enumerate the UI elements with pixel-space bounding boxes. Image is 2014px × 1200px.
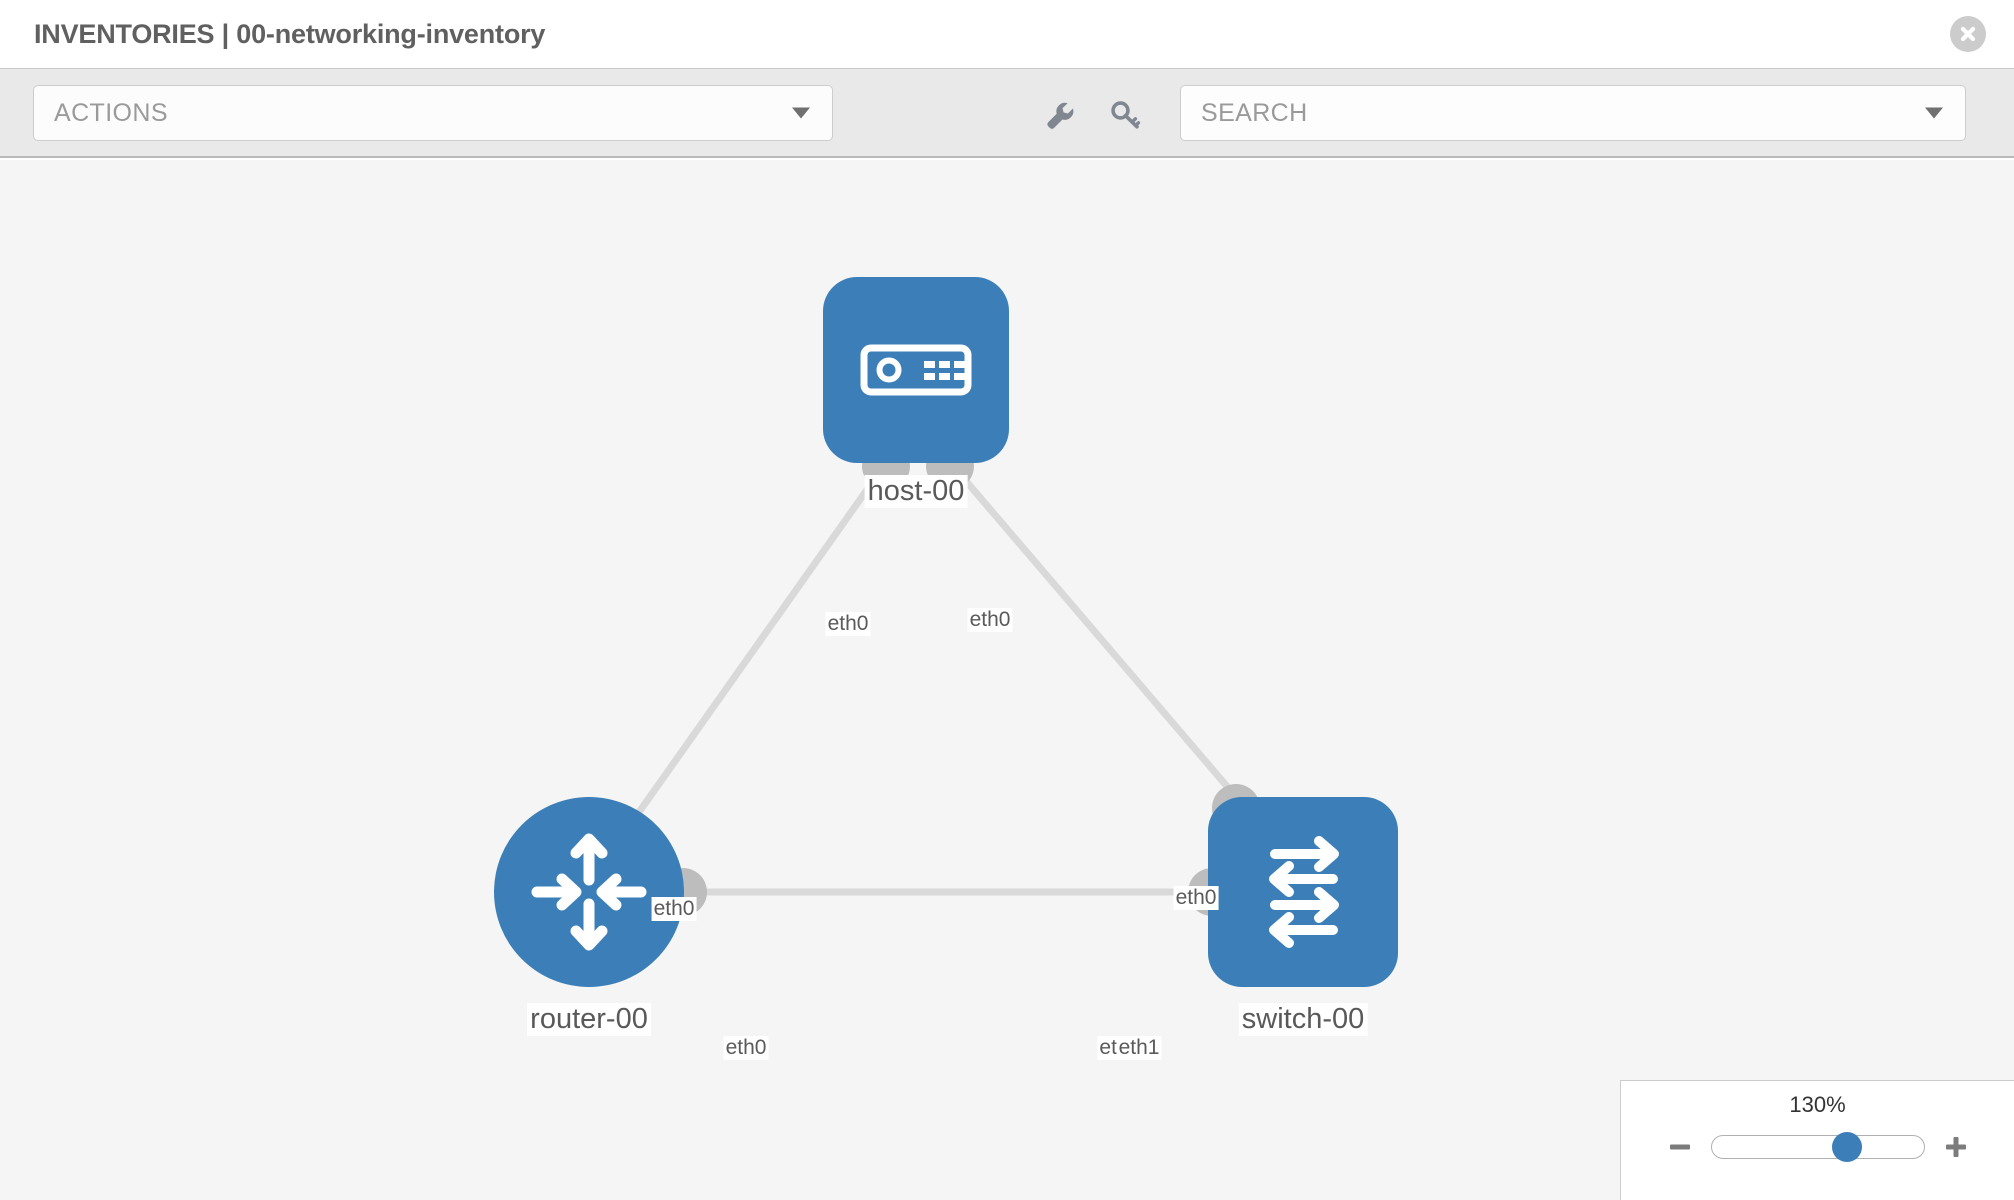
zoom-out-button[interactable] [1663, 1130, 1697, 1164]
zoom-percent-label: 130% [1789, 1092, 1846, 1117]
node-host-00[interactable] [823, 277, 1009, 463]
link-host00-router00[interactable] [622, 457, 891, 835]
wrench-icon[interactable] [1043, 99, 1077, 133]
search-placeholder: SEARCH [1201, 98, 1308, 127]
node-label-router-00[interactable]: router-00 [527, 1003, 651, 1036]
actions-dropdown[interactable]: ACTIONS [33, 85, 833, 141]
zoom-slider-row [1621, 1127, 2014, 1167]
zoom-control-panel: 130% [1620, 1080, 2014, 1200]
link-host00-switch00[interactable] [945, 457, 1269, 835]
zoom-slider-thumb[interactable] [1832, 1132, 1863, 1162]
search-input[interactable]: SEARCH [1180, 85, 1966, 141]
search-chevron-down-icon[interactable] [1925, 107, 1943, 119]
key-icon[interactable] [1108, 99, 1142, 133]
page-header: INVENTORIES | 00-networking-inventory [0, 0, 2014, 68]
iface-label-router00-eth0-right[interactable]: eth0 [723, 1036, 769, 1060]
zoom-in-button[interactable] [1939, 1130, 1973, 1164]
page-title: INVENTORIES | 00-networking-inventory [34, 18, 546, 49]
plus-icon [1945, 1137, 1966, 1157]
zoom-slider-track[interactable] [1710, 1132, 1925, 1162]
chevron-down-icon [792, 107, 810, 119]
iface-label-router00-eth0-up[interactable]: eth0 [651, 897, 697, 921]
topology-graph [494, 277, 1398, 987]
node-label-switch-00[interactable]: switch-00 [1238, 1003, 1368, 1036]
iface-label-switch00-eth1-left[interactable]: eth1 [1116, 1036, 1162, 1060]
close-icon[interactable] [1950, 16, 1986, 52]
iface-label-switch00-eth0-up[interactable]: eth0 [1173, 886, 1219, 910]
node-switch-00[interactable] [1208, 797, 1398, 987]
actions-dropdown-label: ACTIONS [54, 98, 168, 127]
node-router-00[interactable] [494, 797, 684, 987]
iface-label-host00-eth0-left[interactable]: eth0 [825, 612, 871, 636]
iface-label-host00-eth0-right[interactable]: eth0 [967, 608, 1013, 632]
minus-icon [1669, 1144, 1690, 1150]
topology-canvas[interactable]: host-00 router-00 switch-00 eth0 eth0 et… [0, 160, 2014, 1200]
node-label-host-00[interactable]: host-00 [864, 475, 968, 508]
topology-connectors [614, 442, 1260, 916]
topology-links [622, 457, 1269, 896]
toolbar: ACTIONS SEARCH [0, 68, 2014, 158]
